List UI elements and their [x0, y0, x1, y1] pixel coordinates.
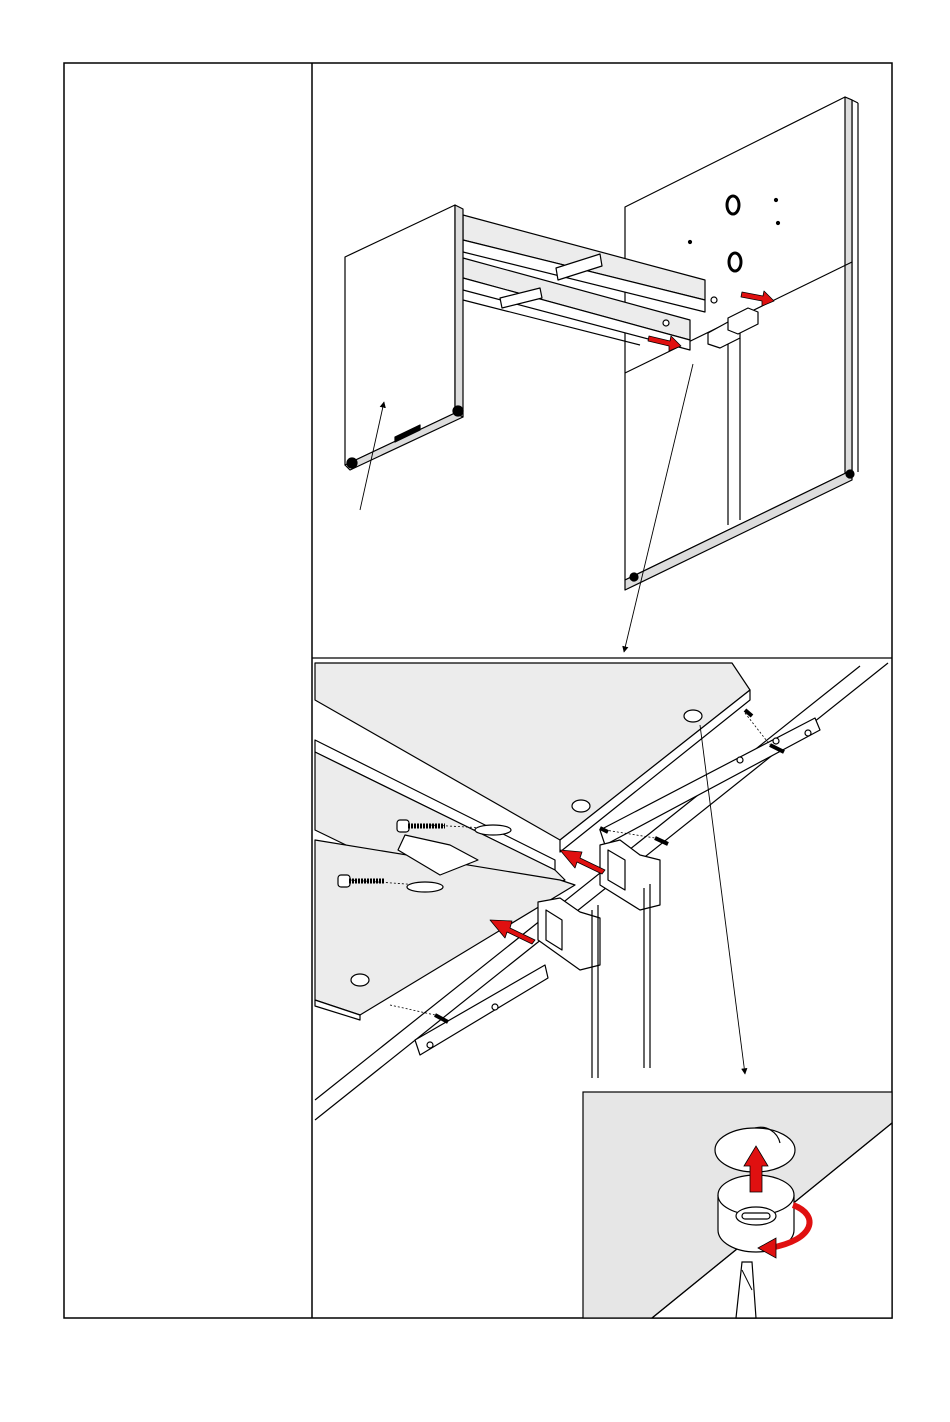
overview-panel [345, 97, 858, 652]
metal-bracket-lower [538, 898, 600, 970]
rail-connection-detail [315, 663, 888, 1120]
red-push-arrow-rail-upper [560, 850, 605, 874]
left-side-panel [345, 205, 463, 470]
cam-lock-detail [583, 1092, 892, 1318]
metal-bracket-upper [600, 840, 660, 910]
